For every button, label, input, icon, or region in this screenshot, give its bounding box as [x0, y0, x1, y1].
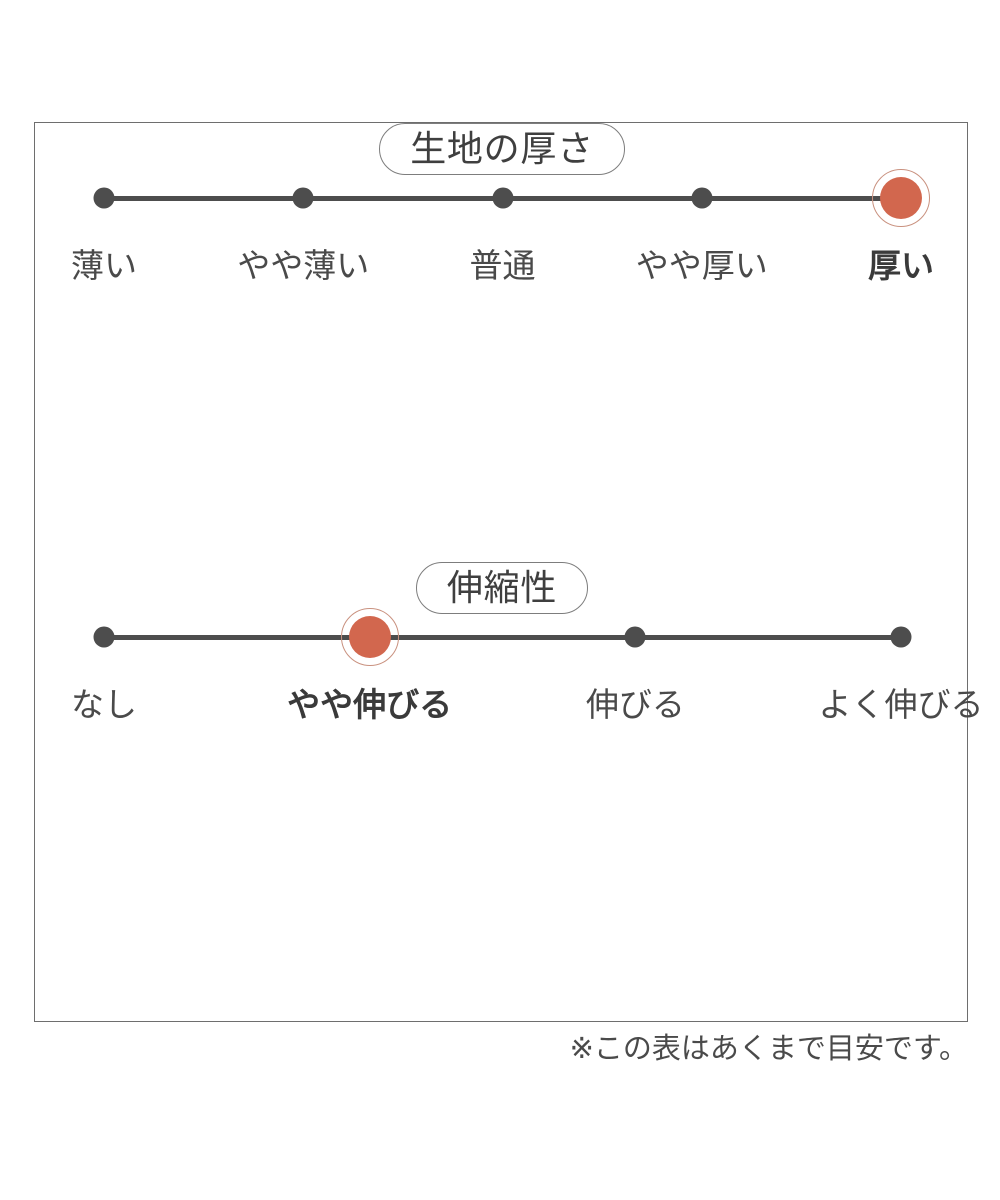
- stretch-label-0: なし: [71, 686, 137, 723]
- stretch-label-2: 伸びる: [585, 686, 685, 723]
- thickness-title-pill: 生地の厚さ: [379, 123, 625, 175]
- thickness-label-1: やや薄い: [237, 247, 370, 284]
- stretch-label-3: よく伸びる: [818, 686, 984, 723]
- thickness-label-3: やや厚い: [635, 247, 768, 284]
- stretch-point-0[interactable]: [93, 626, 115, 648]
- thickness-label-0: 薄い: [71, 247, 137, 284]
- thickness-point-1[interactable]: [292, 187, 314, 209]
- thickness-label-2: 普通: [469, 247, 536, 284]
- thickness-label-4-active: 厚い: [868, 247, 934, 284]
- thickness-title-wrap: 生地の厚さ: [35, 123, 969, 175]
- stretch-title-pill: 伸縮性: [415, 562, 589, 614]
- section-fabric-thickness: 生地の厚さ 薄い やや薄い 普通 やや厚い 厚い: [35, 123, 969, 295]
- stretch-scale-track: [104, 634, 901, 640]
- stretch-scale: [35, 614, 969, 660]
- stretch-label-1-active: やや伸びる: [287, 686, 453, 723]
- stretch-point-3[interactable]: [890, 626, 912, 648]
- stretch-point-1-active[interactable]: [348, 616, 391, 658]
- thickness-point-4-active[interactable]: [880, 177, 922, 219]
- thickness-scale: [35, 175, 969, 221]
- thickness-point-2[interactable]: [492, 187, 513, 209]
- thickness-point-0[interactable]: [93, 187, 115, 209]
- stretch-title-wrap: 伸縮性: [35, 562, 969, 614]
- footnote-text: ※この表はあくまで目安です。: [569, 1033, 968, 1065]
- spec-frame: 生地の厚さ 薄い やや薄い 普通 やや厚い 厚い 伸縮性: [34, 122, 984, 1022]
- stretch-point-2[interactable]: [624, 626, 646, 648]
- section-fabric-stretch: 伸縮性 なし やや伸びる 伸びる よく伸びる: [35, 562, 984, 734]
- stretch-label-row: なし やや伸びる 伸びる よく伸びる: [35, 682, 984, 734]
- thickness-point-3[interactable]: [691, 187, 713, 209]
- thickness-label-row: 薄い やや薄い 普通 やや厚い 厚い: [35, 243, 969, 295]
